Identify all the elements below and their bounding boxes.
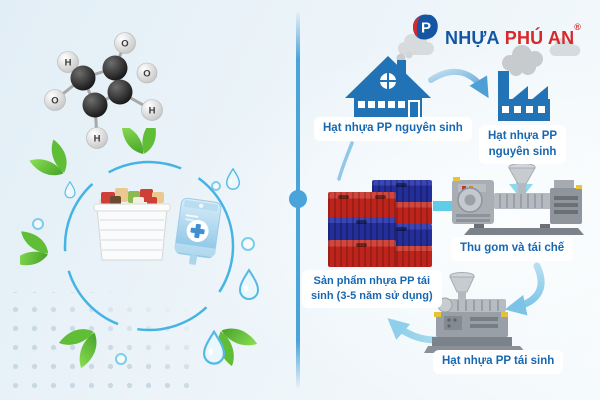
leaf-icon	[121, 128, 161, 158]
label-recycled-products: Sản phẩm nhựa PP tái sinh (3-5 năm sử dụ…	[302, 270, 442, 308]
medical-bag-icon	[174, 197, 222, 265]
eco-recycle-scene	[20, 128, 259, 369]
logo-letter: P	[421, 20, 431, 37]
leaf-icon	[28, 137, 76, 185]
label-text: sinh (3-5 năm sử dụng)	[311, 289, 433, 302]
label-virgin-pp-factory: Hạt nhựa PP nguyên sinh	[479, 125, 567, 165]
leaf-icon	[57, 319, 107, 369]
label-text: Hạt nhựa PP tái sinh	[442, 355, 555, 367]
logo-word-nhua: NHỰA	[445, 28, 500, 48]
label-text: Sản phẩm nhựa PP tái	[313, 275, 431, 287]
label-virgin-pp-house: Hạt nhựa PP nguyên sinh	[314, 117, 472, 141]
divider-dot	[289, 190, 307, 208]
label-text: Hạt nhựa PP nguyên sinh	[323, 122, 463, 134]
label-recycled-pp-pellets: Hạt nhựa PP tái sinh	[433, 350, 564, 374]
food-items	[101, 188, 164, 205]
label-text: Thu gom và tái chế	[460, 242, 565, 254]
atom-label: O	[51, 96, 58, 107]
arrow-label-to-crates	[337, 141, 354, 181]
food-container-icon	[93, 188, 171, 261]
extruder-machine-icon	[424, 272, 526, 353]
label-collect-recycle: Thu gom và tái chế	[451, 237, 574, 261]
house-icon	[345, 51, 431, 119]
registered-mark: ®	[574, 22, 582, 32]
atom-label: H	[94, 134, 101, 145]
phu-an-p-shield-icon: P	[413, 14, 438, 40]
dashed-recycle-ring	[63, 160, 235, 332]
cloud-icon	[549, 38, 581, 57]
recycling-machine-icon	[452, 163, 584, 235]
bubble-icon	[32, 181, 255, 365]
factory-icon	[498, 45, 550, 121]
atom-label: H	[65, 58, 72, 69]
label-text: Hạt nhựa PP	[488, 130, 558, 142]
cloud-icon	[398, 34, 434, 55]
atom-label: O	[143, 69, 150, 80]
logo-word-phu-an: PHÚ AN	[504, 28, 575, 48]
label-text: nguyên sinh	[488, 145, 557, 158]
leaf-icon	[20, 230, 52, 270]
water-drop-icon	[64, 181, 76, 199]
crate-red	[328, 240, 396, 267]
water-drop-icon	[225, 168, 241, 190]
water-drop-icon	[239, 269, 259, 300]
crate-blue	[328, 217, 396, 242]
polypropylene-molecule-icon: O H O O H H	[44, 32, 163, 149]
atom-label: O	[121, 39, 128, 50]
atom-label: H	[149, 106, 156, 117]
dot-grid-pattern	[0, 292, 195, 400]
crate-red	[328, 192, 396, 219]
